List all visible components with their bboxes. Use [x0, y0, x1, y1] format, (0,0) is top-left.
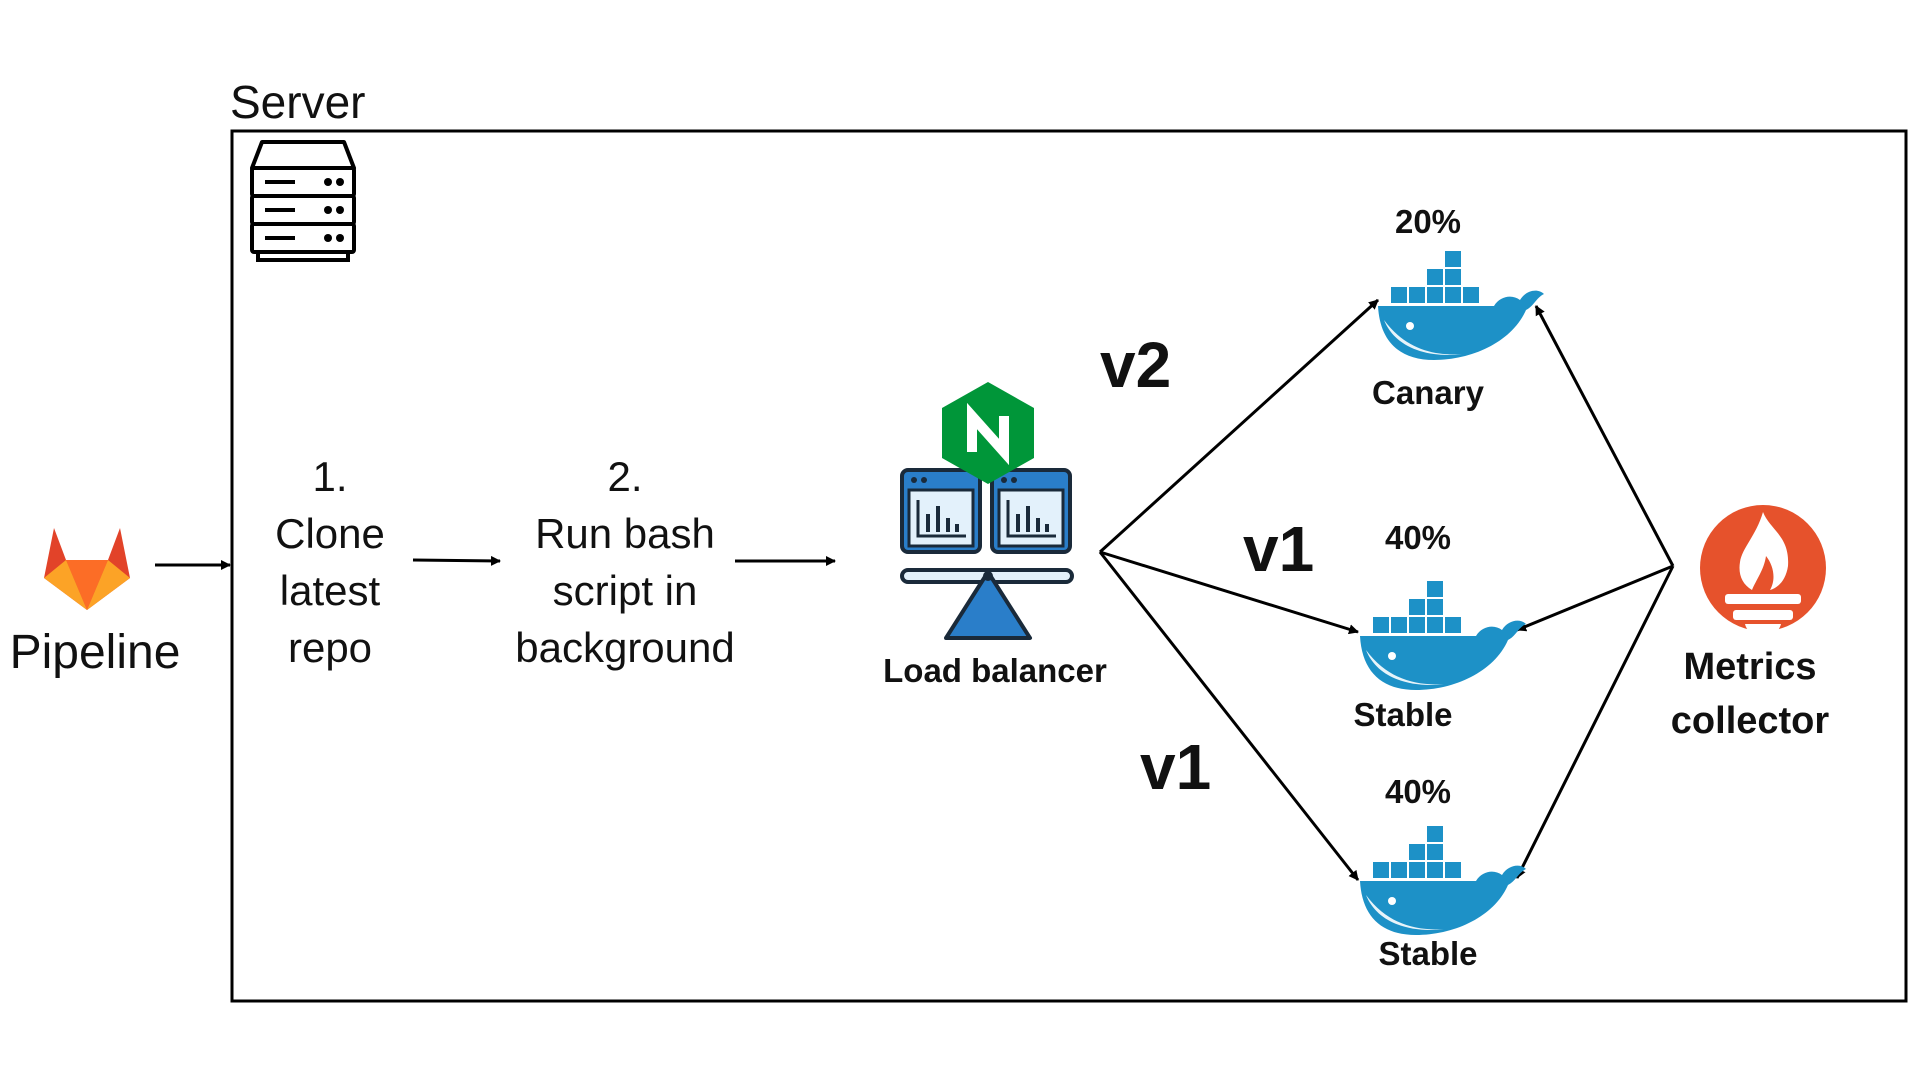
arrow-metrics-to-stable-1 — [1516, 564, 1674, 632]
docker-whale-icon-stable-1 — [1359, 579, 1527, 691]
docker-whale-icon-canary — [1377, 249, 1545, 361]
canary-label: Canary — [1372, 374, 1484, 411]
stable-1-percent: 40% — [1384, 519, 1452, 556]
server-title: Server — [230, 76, 366, 128]
nginx-icon — [942, 382, 1034, 484]
route-version-stable-2: v1 — [1140, 731, 1212, 803]
canary-percent: 20% — [1394, 203, 1462, 240]
step-clone-repo: 1. Clone latest repo — [275, 453, 385, 671]
docker-whale-icon-stable-2 — [1359, 824, 1527, 936]
arrow-metrics-to-canary — [1534, 305, 1675, 567]
server-rack-icon — [250, 140, 356, 262]
stable-2-label: Stable — [1378, 935, 1478, 972]
nginx-load-balancer-icon — [900, 468, 1074, 640]
arrow-lb-to-stable-2 — [1098, 551, 1360, 881]
arrow-step1-to-step2 — [412, 555, 501, 566]
arrow-lb-to-stable-1 — [1099, 550, 1359, 635]
route-version-canary: v2 — [1100, 329, 1172, 401]
step-run-bash-script: 2. Run bash script in background — [515, 453, 735, 671]
load-balancer-label: Load balancer — [883, 652, 1107, 689]
metrics-collector-label: Metrics collector — [1670, 646, 1830, 742]
stable-1-label: Stable — [1353, 696, 1453, 733]
server-lights — [324, 178, 344, 242]
gitlab-icon — [44, 528, 130, 610]
route-version-stable-1: v1 — [1243, 513, 1315, 585]
pipeline-label: Pipeline — [9, 626, 181, 679]
server-frame — [230, 129, 1908, 1003]
prometheus-icon — [1700, 505, 1826, 636]
arrow-lb-to-canary — [1098, 298, 1380, 554]
arrow-metrics-to-stable-2 — [1515, 565, 1675, 879]
stable-2-percent: 40% — [1384, 773, 1452, 810]
